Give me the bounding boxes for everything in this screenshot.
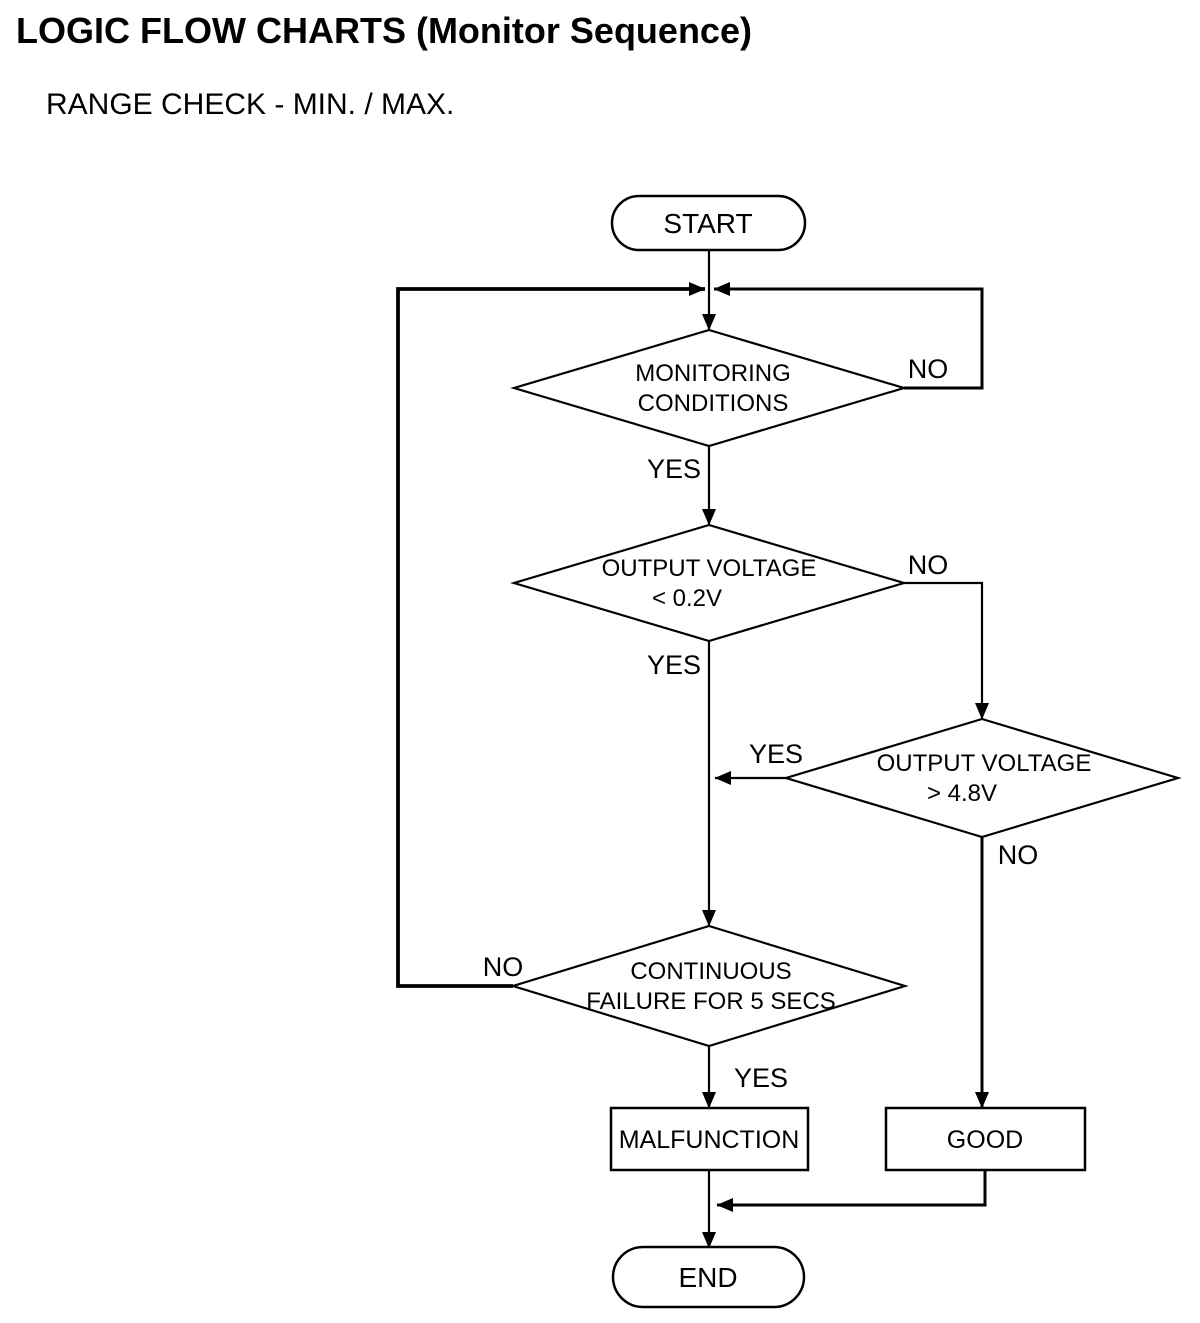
decision-continuous-shape [509,924,909,1048]
start-label: START [663,208,752,239]
start-shape [610,194,807,252]
decision-voltage-low-line1: OUTPUT VOLTAGE [602,555,817,582]
malfunction-label: MALFUNCTION [619,1126,800,1154]
edge-good-merge [716,1170,987,1212]
end-label: END [678,1262,737,1293]
good-label: GOOD [947,1126,1023,1154]
continuous-yes-label: YES [734,1063,788,1093]
branch-labels: NO YES NO YES YES NO NO YES [483,354,1039,1093]
malfunction-shape [609,1106,810,1172]
voltage-low-no-label: NO [908,550,949,580]
start-node: START [610,194,807,252]
decision-output-voltage-high: OUTPUT VOLTAGE > 4.8V [782,717,1182,839]
decision-output-voltage-low: OUTPUT VOLTAGE < 0.2V [510,523,908,643]
end-shape [611,1245,806,1309]
edge-voltage-low-no [904,581,989,720]
decision-voltage-high-line1: OUTPUT VOLTAGE [877,750,1092,777]
decision-voltage-high-shape [782,717,1182,839]
decision-monitoring-line2: CONDITIONS [638,390,789,417]
decision-monitoring-conditions: MONITORING CONDITIONS [510,328,908,448]
decision-voltage-low-shape [510,523,908,643]
monitoring-yes-label: YES [647,454,701,484]
decision-continuous-failure: CONTINUOUS FAILURE FOR 5 SECS [509,924,909,1048]
good-box: GOOD [884,1106,1087,1172]
good-shape [884,1106,1087,1172]
decision-voltage-low-line2: < 0.2V [652,585,722,612]
decision-voltage-high-line2: > 4.8V [927,780,997,807]
voltage-low-yes-label: YES [647,650,701,680]
malfunction-box: MALFUNCTION [609,1106,810,1172]
voltage-high-no-label: NO [998,840,1039,870]
edge-continuous-no-loop [396,282,706,988]
decision-monitoring-line1: MONITORING [635,360,791,387]
voltage-high-yes-label: YES [749,739,803,769]
decision-continuous-line2: FAILURE FOR 5 SECS [586,988,835,1015]
page-subtitle: RANGE CHECK - MIN. / MAX. [46,88,454,121]
decision-monitoring-shape [510,328,908,448]
edge-monitoring-no-loop [713,282,984,390]
page-title: LOGIC FLOW CHARTS (Monitor Sequence) [16,10,752,51]
decision-continuous-line1: CONTINUOUS [630,958,791,985]
end-node: END [611,1245,806,1309]
monitoring-no-label: NO [908,354,949,384]
continuous-no-label: NO [483,952,524,982]
edges [396,250,989,1249]
